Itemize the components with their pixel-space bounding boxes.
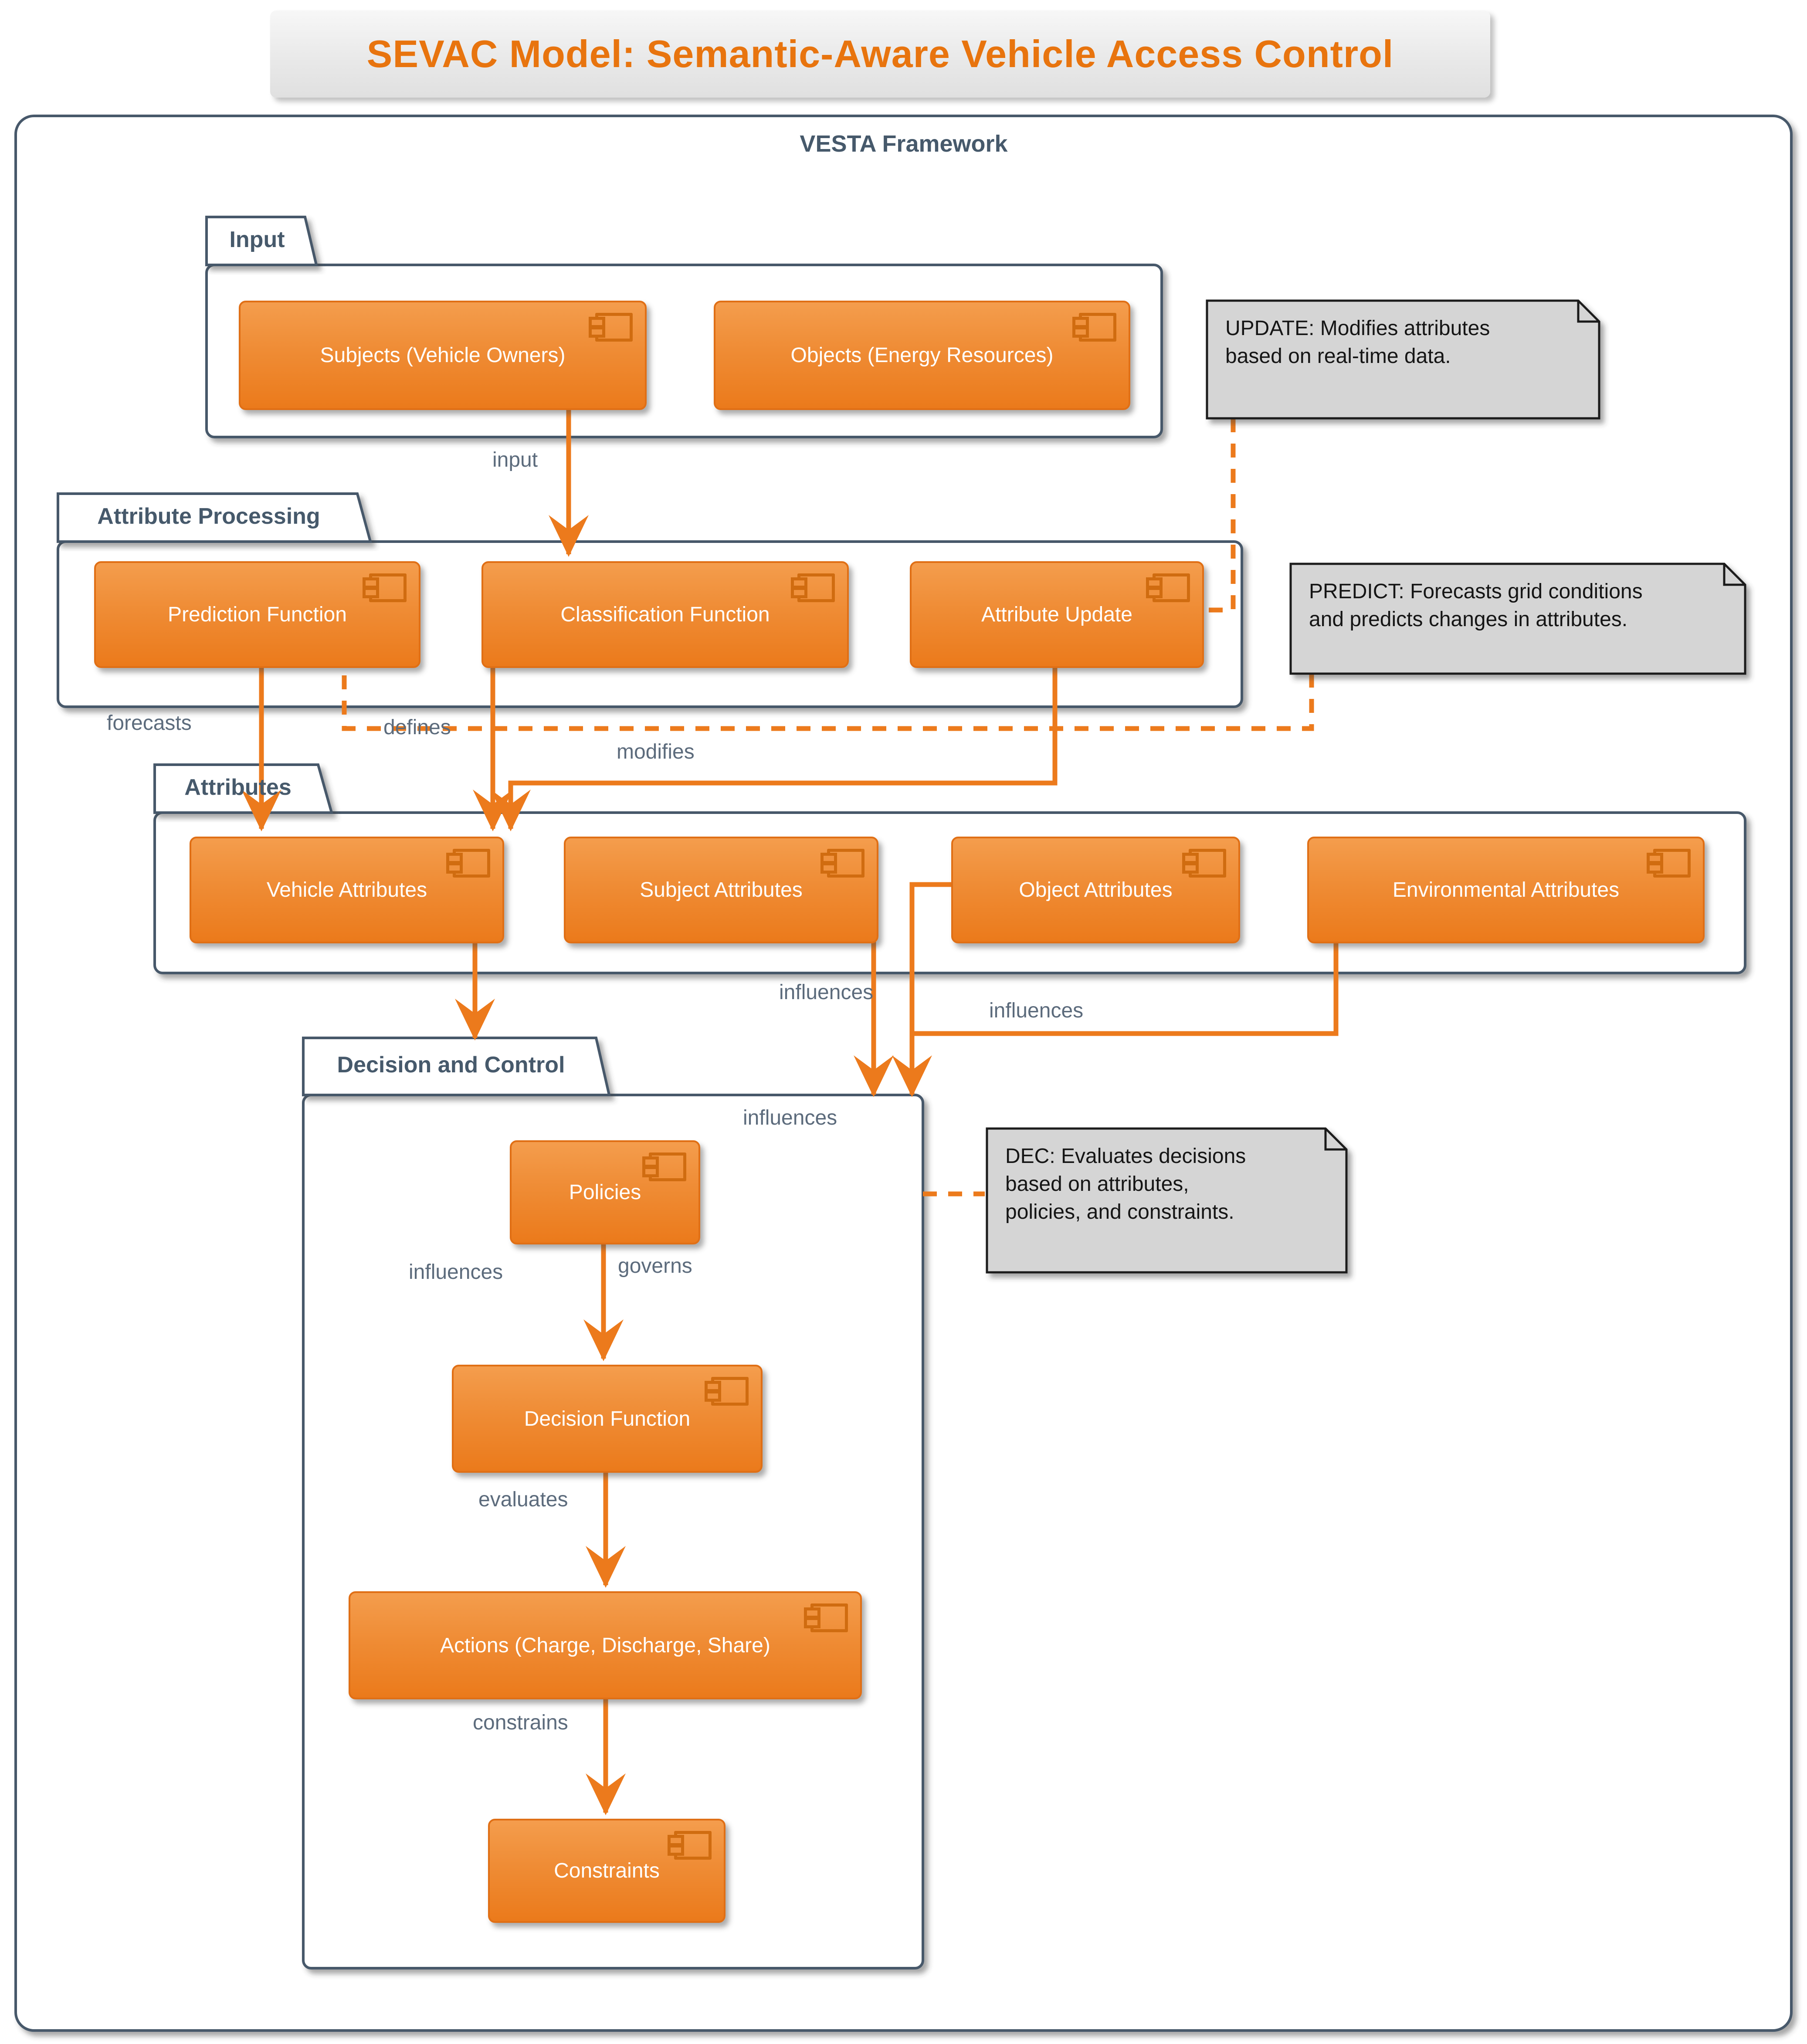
component-classification-function: Classification Function: [481, 561, 849, 668]
edge-label-influences-env: influences: [989, 999, 1084, 1022]
component-objects: Objects (Energy Resources): [714, 301, 1130, 410]
edge-label-defines: defines: [383, 716, 451, 739]
component-object-attributes: Object Attributes: [951, 837, 1240, 943]
package-input-tab-shape: [205, 216, 318, 266]
edge-label-governs: governs: [618, 1254, 692, 1278]
component-icon: [791, 573, 835, 602]
note-connectors: [342, 418, 1314, 1197]
note-predict-text: PREDICT: Forecasts grid conditions and p…: [1309, 580, 1643, 631]
edge-label-influences-object: influences: [743, 1106, 837, 1129]
component-icon: [820, 849, 865, 878]
connector-update-note: [1207, 418, 1236, 613]
component-icon: [1647, 849, 1691, 878]
edge-modifies: [491, 664, 1058, 831]
component-constraints: Constraints: [488, 1819, 726, 1923]
connector-predict-note: [342, 668, 1314, 731]
notes: [986, 299, 1746, 1274]
component-objects-label: Objects (Energy Resources): [790, 344, 1054, 367]
edge-label-input: input: [492, 448, 538, 471]
title-banner: SEVAC Model: Semantic-Aware Vehicle Acce…: [270, 10, 1490, 98]
component-subjects-label: Subjects (Vehicle Owners): [320, 344, 566, 367]
component-policies-label: Policies: [569, 1181, 641, 1204]
package-attribute-processing-tab-shape: [57, 492, 372, 543]
component-icon: [446, 849, 490, 878]
edge-label-constrains: constrains: [473, 1711, 568, 1734]
component-subject-attributes-label: Subject Attributes: [640, 878, 803, 902]
component-actions-label: Actions (Charge, Discharge, Share): [440, 1634, 770, 1657]
package-attribute-processing-tab: Attribute Processing: [97, 504, 320, 529]
component-vehicle-attributes-label: Vehicle Attributes: [266, 878, 427, 902]
component-icon: [363, 573, 407, 602]
edge-object-influences: [892, 882, 951, 1097]
component-classification-function-label: Classification Function: [560, 603, 770, 626]
note-dec-shape: [986, 1127, 1348, 1274]
component-subjects: Subjects (Vehicle Owners): [239, 301, 647, 410]
package-decision-control-body: [302, 1094, 924, 1969]
component-object-attributes-label: Object Attributes: [1019, 878, 1173, 902]
component-attribute-update-label: Attribute Update: [981, 603, 1132, 626]
connectors: [241, 407, 1339, 1815]
component-subject-attributes: Subject Attributes: [564, 837, 878, 943]
edge-label-forecasts: forecasts: [107, 712, 192, 735]
component-actions: Actions (Charge, Discharge, Share): [349, 1591, 862, 1699]
component-icon: [668, 1831, 712, 1860]
package-decision-control-tab-shape: [302, 1037, 611, 1096]
edge-env-influences: [912, 940, 1339, 1036]
component-icon: [589, 313, 633, 342]
note-predict-shape: [1289, 563, 1746, 675]
component-icon: [705, 1377, 749, 1406]
note-predict-fold-icon: [1723, 564, 1745, 586]
frame-title: VESTA Framework: [800, 131, 1008, 157]
package-attributes-tab: Attributes: [184, 775, 292, 800]
package-decision-control-tab: Decision and Control: [337, 1052, 565, 1078]
component-decision-function-label: Decision Function: [524, 1407, 691, 1430]
component-environmental-attributes-label: Environmental Attributes: [1392, 878, 1620, 902]
note-dec-fold-icon: [1324, 1129, 1346, 1151]
component-icon: [804, 1603, 848, 1632]
component-icon: [1072, 313, 1116, 342]
component-prediction-function: Prediction Function: [94, 561, 420, 668]
component-attribute-update: Attribute Update: [910, 561, 1204, 668]
component-constraints-label: Constraints: [554, 1859, 660, 1882]
edge-label-influences-subject: influences: [779, 981, 874, 1004]
edge-label-influences-vehicle: influences: [409, 1261, 503, 1284]
component-icon: [642, 1153, 686, 1181]
page-title: SEVAC Model: Semantic-Aware Vehicle Acce…: [366, 32, 1394, 75]
component-decision-function: Decision Function: [452, 1365, 763, 1473]
edge-label-evaluates: evaluates: [478, 1488, 568, 1511]
component-icon: [1146, 573, 1190, 602]
component-icon: [1182, 849, 1226, 878]
component-environmental-attributes: Environmental Attributes: [1307, 837, 1705, 943]
component-vehicle-attributes: Vehicle Attributes: [190, 837, 504, 943]
edge-label-modifies: modifies: [617, 740, 695, 763]
note-update-shape: [1206, 299, 1600, 420]
component-policies: Policies: [510, 1140, 700, 1244]
note-update-fold-icon: [1577, 301, 1599, 323]
package-input-tab: Input: [229, 227, 285, 252]
note-update-text: UPDATE: Modifies attributes based on rea…: [1225, 317, 1490, 368]
component-prediction-function-label: Prediction Function: [168, 603, 347, 626]
note-dec-text: DEC: Evaluates decisions based on attrib…: [1005, 1145, 1246, 1224]
